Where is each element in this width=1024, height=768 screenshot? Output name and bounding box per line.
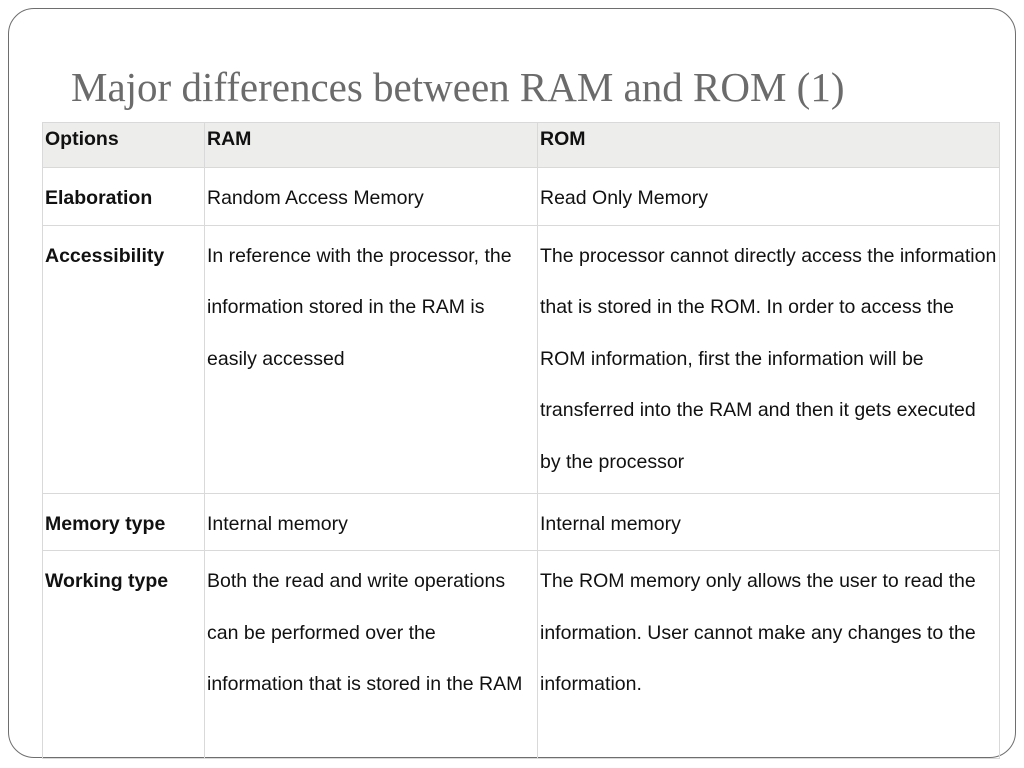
table-row: Elaboration Random Access Memory Read On… xyxy=(42,167,1000,226)
ram-cell: Internal memory xyxy=(204,492,538,551)
table-row: Working type Both the read and write ope… xyxy=(42,550,1000,759)
rom-cell: The processor cannot directly access the… xyxy=(537,224,1000,494)
comparison-table: Options RAM ROM Elaboration Random Acces… xyxy=(42,122,1000,759)
rom-cell: Internal memory xyxy=(537,492,1000,551)
row-label-working-type: Working type xyxy=(42,550,205,759)
header-rom: ROM xyxy=(537,122,1000,168)
table-header-row: Options RAM ROM xyxy=(42,122,1000,168)
ram-cell: Both the read and write operations can b… xyxy=(204,550,538,759)
row-label-accessibility: Accessibility xyxy=(42,224,205,494)
rom-cell: The ROM memory only allows the user to r… xyxy=(537,550,1000,759)
header-options: Options xyxy=(42,122,205,168)
page-title: Major differences between RAM and ROM (1… xyxy=(71,64,845,110)
rom-cell: Read Only Memory xyxy=(537,167,1000,226)
table-row: Accessibility In reference with the proc… xyxy=(42,224,1000,494)
ram-cell: In reference with the processor, the inf… xyxy=(204,224,538,494)
header-ram: RAM xyxy=(204,122,538,168)
row-label-memory-type: Memory type xyxy=(42,492,205,551)
table-row: Memory type Internal memory Internal mem… xyxy=(42,492,1000,551)
ram-cell: Random Access Memory xyxy=(204,167,538,226)
row-label-elaboration: Elaboration xyxy=(42,167,205,226)
